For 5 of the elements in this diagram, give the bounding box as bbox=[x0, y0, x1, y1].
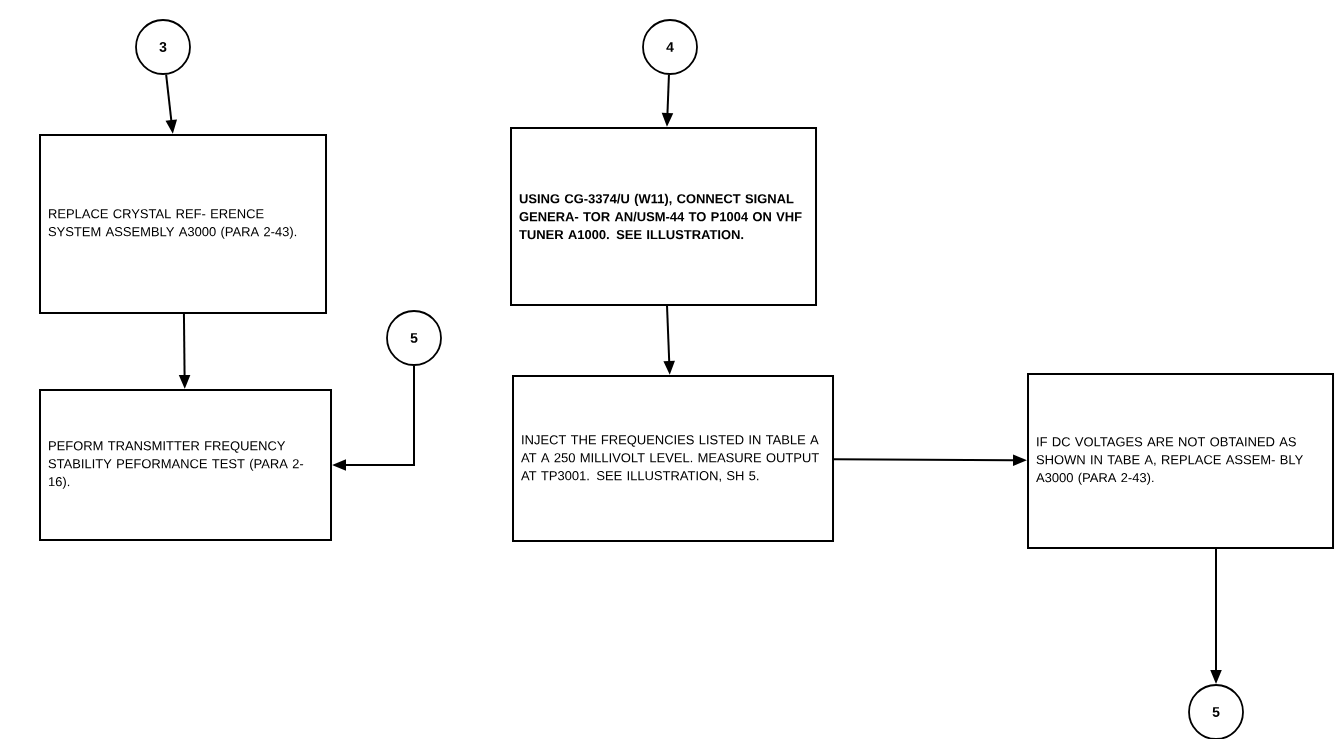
step-box: IF DC VOLTAGES ARE NOT OBTAINED AS SHOWN IN TABE A, REPLACE ASSEM- BLY A3000 (PARA 2-43). bbox=[1027, 373, 1334, 549]
step-box: USING CG-3374/U (W11), CONNECT SIGNAL GENERA- TOR AN/USM-44 TO P1004 ON VHF TUNER A1000. SEE ILLUSTRATION. bbox=[510, 127, 817, 306]
step-box: PEFORM TRANSMITTER FREQUENCY STABILITY PEFORMANCE TEST (PARA 2-16). bbox=[39, 389, 332, 541]
step-box: REPLACE CRYSTAL REF- ERENCE SYSTEM ASSEMBLY A3000 (PARA 2-43). bbox=[39, 134, 327, 314]
step-box: INJECT THE FREQUENCIES LISTED IN TABLE A AT A 250 MILLIVOLT LEVEL. MEASURE OUTPUT AT TP3001. SEE ILLUSTRATION, SH 5. bbox=[512, 375, 834, 542]
